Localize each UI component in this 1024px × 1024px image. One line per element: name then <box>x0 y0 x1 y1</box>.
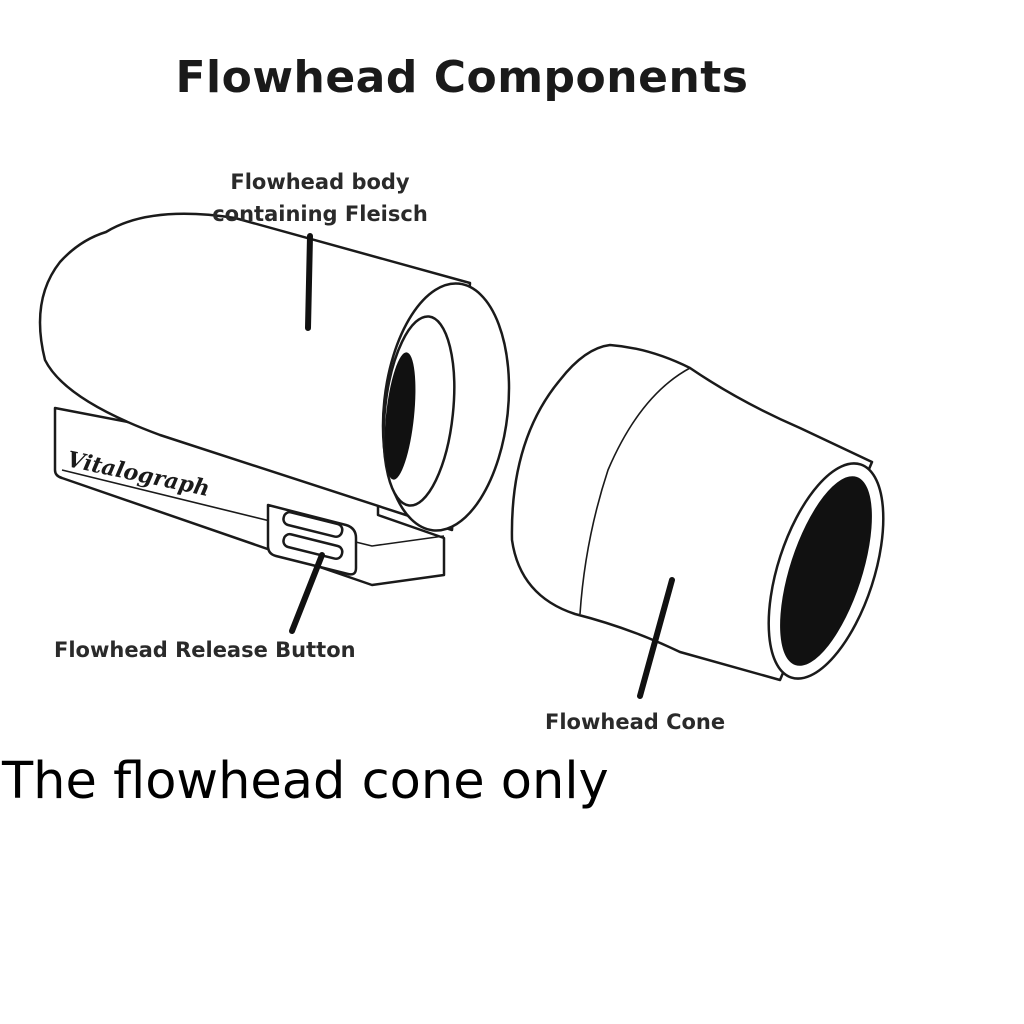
flowhead-body <box>38 212 511 587</box>
release-button-slot-bottom <box>282 532 344 561</box>
label-release-button: Flowhead Release Button <box>54 638 356 662</box>
flowhead-cylinder <box>38 212 472 532</box>
leader-body <box>305 233 313 331</box>
label-flowhead-body-line1: Flowhead body <box>230 170 410 194</box>
diagram-title: Flowhead Components <box>175 52 749 103</box>
flowhead-base-edge <box>61 469 445 547</box>
label-flowhead-cone: Flowhead Cone <box>545 710 726 734</box>
label-flowhead-body-line2: containing Fleisch <box>212 202 428 226</box>
release-button-slot-top <box>282 510 344 539</box>
leader-cone <box>637 577 675 699</box>
flowhead-diagram: Vitalograph <box>38 212 885 699</box>
leader-lines <box>289 233 675 699</box>
flowhead-cone <box>510 343 885 682</box>
flowhead-cone-interior <box>780 476 872 666</box>
flowhead-cone-step <box>579 367 691 615</box>
flowhead-body-interior <box>384 352 416 480</box>
leader-release-button <box>289 552 325 634</box>
label-flowhead-body: Flowhead body containing Fleisch <box>200 166 440 230</box>
caption: The flowhead cone only <box>2 752 609 811</box>
